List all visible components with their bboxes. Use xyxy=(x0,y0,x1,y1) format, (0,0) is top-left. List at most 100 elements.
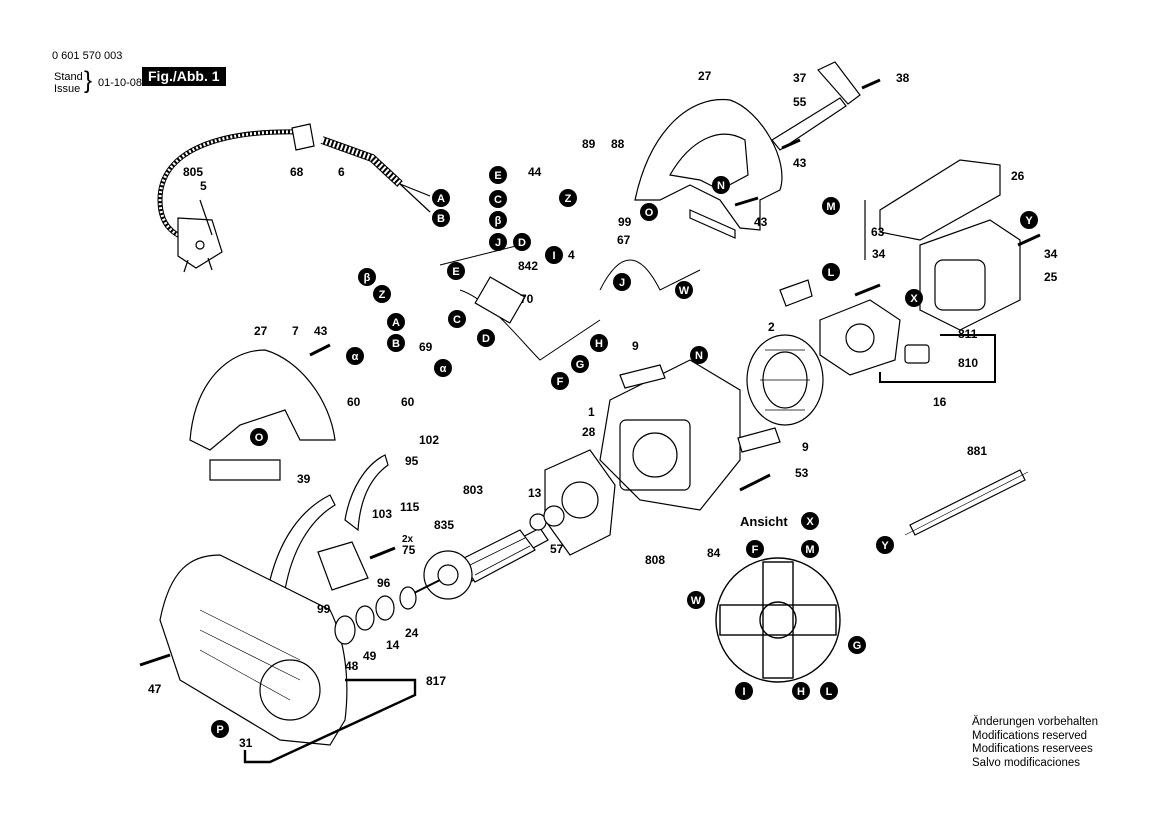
svg-text:β: β xyxy=(495,215,502,227)
part-label: 25 xyxy=(1044,270,1058,284)
svg-text:H: H xyxy=(797,686,805,698)
callout-circle: α xyxy=(346,347,364,365)
svg-text:Y: Y xyxy=(881,540,889,552)
gear-housing xyxy=(599,359,741,511)
svg-text:G: G xyxy=(853,640,862,652)
part-label: 2x xyxy=(402,534,414,545)
stand-label: Stand xyxy=(54,71,83,83)
issue-date: 01-10-08 xyxy=(98,77,143,89)
view-x xyxy=(715,557,841,683)
svg-text:E: E xyxy=(494,170,501,182)
callout-circle: Y xyxy=(876,536,894,554)
svg-text:α: α xyxy=(352,351,359,363)
screw xyxy=(1017,233,1041,247)
part-label: 27 xyxy=(254,324,268,338)
part-label: 2 xyxy=(768,320,775,334)
part-label: 88 xyxy=(611,137,625,151)
callout-circle: J xyxy=(489,233,507,251)
callout-circle: I xyxy=(735,682,753,700)
screw xyxy=(861,78,881,90)
part-label: 115 xyxy=(400,500,420,514)
part-label: 13 xyxy=(528,486,542,500)
blade-guard xyxy=(269,494,336,592)
notes: Änderungen vorbehalten Modifications res… xyxy=(972,716,1098,770)
svg-text:A: A xyxy=(392,317,400,329)
svg-text:F: F xyxy=(752,544,759,556)
bracket-16 xyxy=(879,334,996,383)
svg-text:M: M xyxy=(805,544,814,556)
part-label: 44 xyxy=(528,165,542,179)
note-line: Änderungen vorbehalten xyxy=(972,716,1098,728)
part-label: 67 xyxy=(617,233,631,247)
part-label: 803 xyxy=(463,483,483,497)
switch-block xyxy=(317,541,369,591)
callout-circle: N xyxy=(712,176,730,194)
part-label: 817 xyxy=(426,674,446,688)
callout-circle: E xyxy=(489,166,507,184)
svg-text:Z: Z xyxy=(565,193,572,205)
callout-circle: β xyxy=(358,268,376,286)
callout-circle: O xyxy=(250,428,268,446)
svg-text:X: X xyxy=(806,516,814,528)
flange-washer xyxy=(355,605,375,631)
svg-text:F: F xyxy=(557,376,564,388)
svg-text:P: P xyxy=(216,724,223,736)
part-label: 48 xyxy=(345,659,359,673)
svg-text:I: I xyxy=(742,686,745,698)
part-label: 1 xyxy=(588,405,595,419)
field-coil xyxy=(746,334,824,426)
callout-circle: A xyxy=(387,313,405,331)
part-label: 39 xyxy=(297,472,311,486)
callout-circle: Z xyxy=(559,189,577,207)
svg-text:B: B xyxy=(437,213,445,225)
callout-circle: L xyxy=(820,682,838,700)
screw xyxy=(739,473,771,492)
svg-text:α: α xyxy=(440,363,447,375)
svg-text:Z: Z xyxy=(379,289,386,301)
svg-text:G: G xyxy=(576,359,585,371)
svg-text:H: H xyxy=(595,338,603,350)
part-label: 805 xyxy=(183,165,203,179)
svg-text:D: D xyxy=(482,333,490,345)
part-label: 835 xyxy=(434,518,454,532)
callout-circle: J xyxy=(613,273,631,291)
part-label: 68 xyxy=(290,165,304,179)
part-label: 96 xyxy=(377,576,391,590)
callout-circle: O xyxy=(640,203,658,221)
part-label: 4 xyxy=(568,248,575,262)
flange-washer xyxy=(375,595,395,621)
callout-circle: G xyxy=(571,355,589,373)
part-label: 6 xyxy=(338,165,345,179)
part-label: 34 xyxy=(1044,247,1058,261)
part-label: 34 xyxy=(872,247,886,261)
part-label: 37 xyxy=(793,71,807,85)
part-label: 84 xyxy=(707,546,721,560)
callout-circle: α xyxy=(434,359,452,377)
part-label: 49 xyxy=(363,649,377,663)
part-label: 31 xyxy=(239,736,253,750)
callout-circle: A xyxy=(432,189,450,207)
part-label: 28 xyxy=(582,425,596,439)
callout-circle: D xyxy=(513,233,531,251)
pin xyxy=(771,97,847,151)
part-label: 69 xyxy=(419,340,433,354)
svg-text:N: N xyxy=(695,350,703,362)
part-label: 9 xyxy=(802,440,809,454)
screw xyxy=(854,283,881,297)
callout-circle: F xyxy=(551,372,569,390)
cord-segment xyxy=(320,136,431,213)
callout-circles: A B E C β J D I Z N O M L Y X E J W C D … xyxy=(211,166,1038,738)
callout-circle: E xyxy=(447,262,465,280)
part-label: 5 xyxy=(200,179,207,193)
svg-text:I: I xyxy=(552,250,555,262)
callout-circle: C xyxy=(448,310,466,328)
svg-text:D: D xyxy=(518,237,526,249)
callout-circle: F xyxy=(746,540,764,558)
part-label: 70 xyxy=(520,292,534,306)
svg-text:B: B xyxy=(392,338,400,350)
ansicht-label: Ansicht xyxy=(740,514,788,529)
svg-text:X: X xyxy=(910,293,918,305)
svg-text:L: L xyxy=(828,267,835,279)
part-label: 103 xyxy=(372,507,392,521)
guard-segment xyxy=(344,454,389,532)
